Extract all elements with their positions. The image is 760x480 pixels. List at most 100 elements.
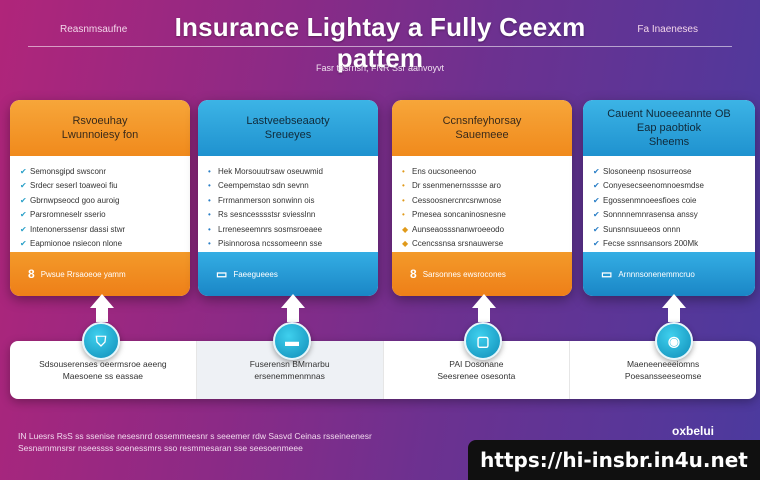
card-2-footer-text: Faeegueees bbox=[233, 269, 278, 279]
card-2-row: •Lrreneseemnrs sosmsroeaee bbox=[208, 222, 368, 237]
check-icon: ✔ bbox=[593, 210, 600, 220]
card-3-row: • Pmesea soncaninosnesne bbox=[402, 208, 562, 223]
card-3-row: •Cessoosnercnrcsnwnose bbox=[402, 193, 562, 208]
check-icon: ✔ bbox=[20, 224, 27, 234]
row-text: Semonsgipd swsconr bbox=[30, 166, 107, 176]
card-3-footer: 8 Sarsonnes ewsrocones bbox=[392, 252, 572, 296]
card-4-footer: ▭ Arnnnsonenemmcruo bbox=[583, 252, 755, 296]
row-text: Conyesecseenomnoesmdse bbox=[603, 181, 704, 191]
card-3-body: • Ens oucsoneenoo • Dr ssenmenernsssse aro… bbox=[392, 156, 572, 252]
card-2-title-line-2: Sreueyes bbox=[264, 129, 312, 141]
shield-icon[interactable]: ⛉ bbox=[82, 322, 120, 360]
card-1-row: ✔Gbrnwpseocd goo auroig bbox=[20, 193, 180, 208]
card-icon[interactable]: ▬ bbox=[273, 322, 311, 360]
check-icon: ✔ bbox=[20, 195, 27, 205]
card-3-row: • Ens oucsoneenoo bbox=[402, 164, 562, 179]
step-3[interactable]: PAI Dosonane Seesrenee osesonta bbox=[384, 341, 571, 399]
card-4-footer-icon: ▭ bbox=[601, 267, 613, 281]
top-bar: Reasnmsaufne Insurance Lightay a Fully C… bbox=[0, 0, 760, 73]
card-1-footer-text: Pwsue Rrsaoeoe yamm bbox=[40, 269, 126, 279]
arrow-up-icon bbox=[662, 294, 686, 322]
card-3-row: • Dr ssenmenernsssse aro bbox=[402, 179, 562, 194]
page-subtitle: Fasr tasrnsh, FNR Ssr aanvoyvt bbox=[315, 63, 445, 73]
card-3-row: ◆Aunseaosssnanwroeeodo bbox=[402, 222, 562, 237]
row-text: Parsromneselr sserio bbox=[30, 210, 106, 220]
step-1-line-2: Maesoene ss eassae bbox=[62, 371, 144, 381]
card-3[interactable]: Ccnsnfeyhorsay Sauemeee • Ens oucsoneenoo… bbox=[392, 100, 572, 296]
row-text: Sunsnnsuueeos onnn bbox=[603, 224, 681, 234]
footer-text: IN Luesrs RsS ss ssenise nesesnrd ossemm… bbox=[18, 430, 372, 454]
bullet-icon: • bbox=[402, 181, 405, 191]
check-icon: ✔ bbox=[593, 166, 600, 176]
card-2-footer: ▭ Faeegueees bbox=[198, 252, 378, 296]
row-text: Pmesea soncaninosnesne bbox=[412, 210, 506, 220]
step-2-line-2: ersenemmenmnas bbox=[254, 371, 325, 381]
card-4-row: ✔Conyesecseenomnoesmdse bbox=[593, 179, 745, 194]
step-4[interactable]: Maeneeneeeiomns Poesansseeseomse bbox=[570, 341, 756, 399]
footer-line-2: Sesnarnmnsrsr nseessss soenessmrs sso re… bbox=[18, 443, 303, 453]
row-text: Aunseaosssnanwroeeodo bbox=[412, 224, 505, 234]
steps-panel: Sdsouserenses oeermsroe aeeng Maesoene s… bbox=[10, 341, 756, 399]
bullet-icon: • bbox=[208, 224, 211, 234]
row-text: Intenonerssensr dassi stwr bbox=[30, 224, 126, 234]
row-text: Slosoneenp nsosurreose bbox=[603, 166, 692, 176]
check-icon: ✔ bbox=[593, 224, 600, 234]
card-4-title-line-3: Sheems bbox=[648, 136, 690, 148]
circle-icon[interactable]: ◉ bbox=[655, 322, 693, 360]
step-3-line-1: PAI Dosonane bbox=[449, 359, 504, 369]
card-4-row: ✔Slosoneenp nsosurreose bbox=[593, 164, 745, 179]
arrow-up-icon bbox=[90, 294, 114, 322]
card-2-body: • Hek Morsouutrsaw oseuwmid • Ceempemstao … bbox=[198, 156, 378, 252]
card-3-title-line-1: Ccnsnfeyhorsay bbox=[442, 115, 522, 127]
arrow-up-icon bbox=[281, 294, 305, 322]
card-3-row: ◆Ccencssnsa srsnauwerse bbox=[402, 237, 562, 252]
step-1[interactable]: Sdsouserenses oeermsroe aeeng Maesoene s… bbox=[10, 341, 197, 399]
check-icon: ✔ bbox=[20, 181, 27, 191]
card-1-row: ✔Semonsgipd swsconr bbox=[20, 164, 180, 179]
bullet-icon: • bbox=[402, 166, 405, 176]
row-text: Pisinnorosa ncssomeenn sse bbox=[218, 239, 323, 249]
card-1-header: Rsvoeuhay Lwunnoiesy fon bbox=[10, 100, 190, 156]
card-1-title-line-1: Rsvoeuhay bbox=[72, 115, 128, 127]
card-1-body: ✔Semonsgipd swsconr ✔Srdecr seserl toawe… bbox=[10, 156, 190, 252]
check-icon: ✔ bbox=[593, 195, 600, 205]
card-2-row: • Hek Morsouutrsaw oseuwmid bbox=[208, 164, 368, 179]
card-4-footer-text: Arnnnsonenemmcruo bbox=[618, 269, 695, 279]
bullet-icon: • bbox=[208, 181, 211, 191]
page-title: Insurance Lightay a Fully Ceexm pattem bbox=[174, 12, 586, 73]
card-2[interactable]: Lastveebseaaoty Sreueyes • Hek Morsouutrs… bbox=[198, 100, 378, 296]
header-left-caption: Reasnmsaufne bbox=[60, 24, 128, 35]
row-text: Sonnnnemnrasensa anssy bbox=[603, 210, 698, 220]
card-4-row: ✔Sonnnnemnrasensa anssy bbox=[593, 208, 745, 223]
card-1-row: ✔Srdecr seserl toaweoi fiu bbox=[20, 179, 180, 194]
card-2-row: •Rs sesncesssstsr sviesslnn bbox=[208, 208, 368, 223]
check-icon: ✔ bbox=[20, 166, 27, 176]
card-2-row: •Frrmanmerson sonwinn ois bbox=[208, 193, 368, 208]
bullet-icon: • bbox=[208, 166, 211, 176]
card-4-row: ✔Fecse ssnnsansors 200Mk bbox=[593, 237, 745, 252]
url-banner[interactable]: https://hi-insbr.in4u.net bbox=[468, 440, 760, 480]
row-text: Frrmanmerson sonwinn ois bbox=[218, 195, 315, 205]
card-2-header: Lastveebseaaoty Sreueyes bbox=[198, 100, 378, 156]
diamond-icon: ◆ bbox=[402, 239, 409, 249]
bullet-icon: • bbox=[208, 239, 211, 249]
row-text: Hek Morsouutrsaw oseuwmid bbox=[218, 166, 323, 176]
step-4-line-2: Poesansseeseomse bbox=[624, 371, 702, 381]
card-1-title-line-2: Lwunnoiesy fon bbox=[61, 129, 139, 141]
row-text: Egossenmnoeesfioes coie bbox=[603, 195, 697, 205]
check-icon: ✔ bbox=[20, 239, 27, 249]
card-3-header: Ccnsnfeyhorsay Sauemeee bbox=[392, 100, 572, 156]
card-1-row: ✔Intenonerssensr dassi stwr bbox=[20, 222, 180, 237]
card-4-title-line-2: Eap paobtiok bbox=[636, 122, 702, 134]
card-1-row: ✔Eapmionoe nsiecon nlone bbox=[20, 237, 180, 252]
row-text: Ens oucsoneenoo bbox=[412, 166, 477, 176]
row-text: Dr ssenmenernsssse aro bbox=[412, 181, 501, 191]
card-1[interactable]: Rsvoeuhay Lwunnoiesy fon ✔Semonsgipd sws… bbox=[10, 100, 190, 296]
card-4[interactable]: Cauent Nuoeeeannte OB Eap paobtiok Sheem… bbox=[583, 100, 755, 296]
device-icon[interactable]: ▢ bbox=[464, 322, 502, 360]
row-text: Ceempemstao sdn sevnn bbox=[218, 181, 309, 191]
check-icon: ✔ bbox=[20, 210, 27, 220]
card-4-title-line-1: Cauent Nuoeeeannte OB bbox=[607, 108, 731, 120]
bullet-icon: • bbox=[402, 210, 405, 220]
row-text: Rs sesncesssstsr sviesslnn bbox=[218, 210, 316, 220]
